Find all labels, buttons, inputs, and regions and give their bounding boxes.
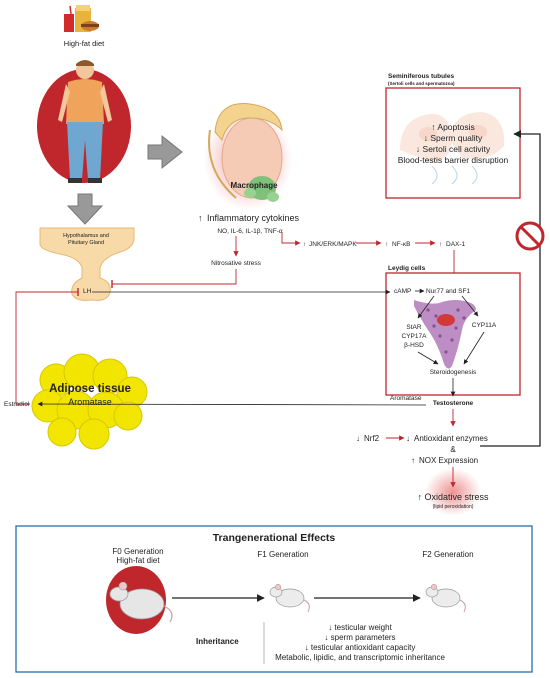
man-figure-icon <box>58 60 112 183</box>
f0-mouse-icon <box>109 581 173 623</box>
adipose-title: Adipose tissue <box>49 383 131 395</box>
f0-line2: High-fat diet <box>116 556 160 565</box>
diet-label: High-fat diet <box>64 39 105 48</box>
f1-label: F1 Generation <box>257 550 308 559</box>
tubule-cells-icon <box>400 112 505 185</box>
f2-label: F2 Generation <box>422 550 473 559</box>
cyp11a-label: CYP11A <box>472 322 497 329</box>
estradiol-feedback-line <box>15 291 78 405</box>
inflammatory-up-arrow: ↑ <box>198 213 203 223</box>
down-arrow-icon <box>66 193 104 225</box>
aromatase-leydig-label: Aromatase <box>390 395 422 402</box>
nrf2-label: Nrf2 <box>364 434 380 443</box>
f1-effect-1: ↓ testicular weight <box>328 623 392 632</box>
inflammatory-cytokines-title: Inflammatory cytokines <box>207 213 300 223</box>
oxidative-stress-label: ↑ Oxidative stress <box>417 492 489 502</box>
hypothalamus-line1: Hypothalamus and <box>63 233 109 239</box>
f1-effect-2: ↓ sperm parameters <box>324 633 395 642</box>
adipose-tissue-icon <box>31 353 148 450</box>
steroidogenesis-label: Steroidogenesis <box>430 369 477 376</box>
estradiol-label: Estradiol <box>4 401 30 408</box>
lh-label: LH <box>83 288 92 295</box>
cyp11a-to-steroidogenesis-arrow <box>463 331 485 365</box>
inheritance-label: Inheritance <box>196 637 239 646</box>
seminiferous-effect-3: ↓ Sertoli cell activity <box>416 144 491 154</box>
nrf2-down-arrow: ↓ <box>356 434 360 443</box>
nur77-to-cyp11a-arrow <box>461 295 479 317</box>
nur77-to-star-arrow <box>417 295 435 319</box>
pituitary-gland-icon <box>39 227 135 301</box>
nox-label: NOX Expression <box>419 456 478 465</box>
dax-up-arrow: ↑ <box>439 241 442 248</box>
testosterone-to-estradiol-line <box>37 401 427 407</box>
transgenerational-title: Trangenerational Effects <box>213 532 336 544</box>
f1-effect-4: Metabolic, lipidic, and transcriptomic i… <box>275 653 445 662</box>
jnk-label: JNK/ERK/MAPK <box>309 241 357 248</box>
right-arrow-icon <box>147 134 183 170</box>
nitrosative-stress-label: Nitrosative stress <box>211 260 262 267</box>
camp-label: cAMP <box>394 288 411 295</box>
macrophage-label: Macrophage <box>230 181 278 190</box>
macrophage-icon <box>244 176 279 202</box>
oxidative-glow <box>425 468 481 516</box>
nur77-label: Nur77 and SF1 <box>426 288 470 295</box>
antioxidant-label: Antioxidant enzymes <box>414 434 488 443</box>
f1-effect-3: ↓ testicular antioxidant capacity <box>305 643 416 652</box>
leydig-cell-icon <box>414 300 476 369</box>
star-to-steroidogenesis-arrow <box>417 351 439 365</box>
prohibition-icon <box>515 221 545 251</box>
seminiferous-subtitle: (Sertoli cells and spermatozoa) <box>388 81 455 86</box>
seminiferous-effect-4: Blood-testis barrier disruption <box>398 155 509 165</box>
nfkb-label: NF-κB <box>392 241 410 248</box>
nox-up-arrow: ↑ <box>411 456 415 465</box>
seminiferous-effect-2: ↓ Sperm quality <box>424 133 483 143</box>
nfkb-up-arrow: ↑ <box>385 241 388 248</box>
feedback-arrow <box>480 130 541 447</box>
ampersand-label: & <box>450 445 456 454</box>
cytokine-list: NO, IL-6, IL-1β, TNF-α <box>217 228 283 235</box>
fast-food-icon <box>64 5 99 32</box>
f1-mouse-icon <box>269 583 310 613</box>
hypothalamus-line2: Pituitary Gland <box>68 240 104 246</box>
seminiferous-effect-1: ↑ Apoptosis <box>431 122 475 132</box>
lipid-peroxidation-label: (lipid peroxidation) <box>433 504 474 510</box>
nitrosative-inhibition-line <box>112 269 237 285</box>
cyp17a-label: CYP17A <box>402 333 428 340</box>
adipose-aromatase-label: Aromatase <box>68 397 112 407</box>
cytokine-to-jnk-arrow <box>281 232 301 246</box>
testosterone-label: Testosterone <box>433 400 474 407</box>
f2-mouse-icon <box>425 583 466 613</box>
leydig-title: Leydig cells <box>388 265 426 272</box>
antioxidant-down-arrow: ↓ <box>406 434 410 443</box>
bhsd-label: β-HSD <box>404 342 424 349</box>
star-label: StAR <box>406 324 421 331</box>
jnk-up-arrow: ↑ <box>303 241 306 248</box>
seminiferous-title: Seminiferous tubules <box>388 73 454 80</box>
dax-label: DAX-1 <box>446 241 466 248</box>
f0-line1: F0 Generation <box>112 547 163 556</box>
